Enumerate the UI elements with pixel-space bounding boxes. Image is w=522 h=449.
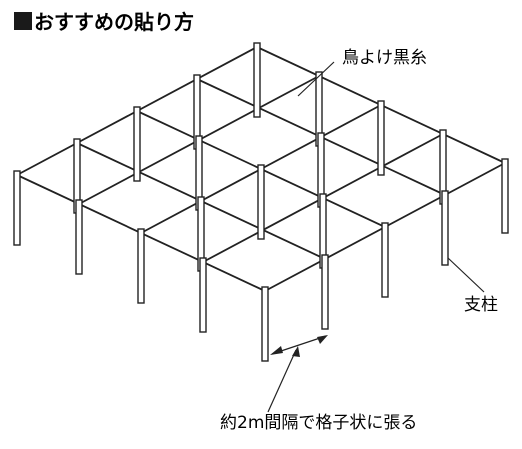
support-post [137,228,145,304]
post-leader-line [447,257,485,293]
support-post [261,286,269,362]
thread-label: 鳥よけ黒糸 [342,48,427,68]
support-posts [13,42,509,362]
support-post [377,100,385,176]
support-post [381,222,389,298]
support-post [199,257,207,333]
support-post [257,164,265,240]
thread-leader-line [297,61,335,97]
title-marker [14,12,32,30]
support-post [441,190,449,266]
spacing-leader-line [267,349,297,413]
support-post [501,158,509,234]
dimension-arrow-left-icon [270,346,283,355]
support-post [321,254,329,330]
post-label: 支柱 [464,295,498,315]
spacing-arrow-icon [292,346,300,357]
support-post [133,106,141,182]
support-post [13,170,21,246]
dimension-arrow-right-icon [317,335,328,344]
support-post [253,42,261,118]
spacing-label: 約2m間隔で格子状に張る [220,413,417,433]
page-title: おすすめの貼り方 [34,10,194,34]
support-post [75,199,83,275]
